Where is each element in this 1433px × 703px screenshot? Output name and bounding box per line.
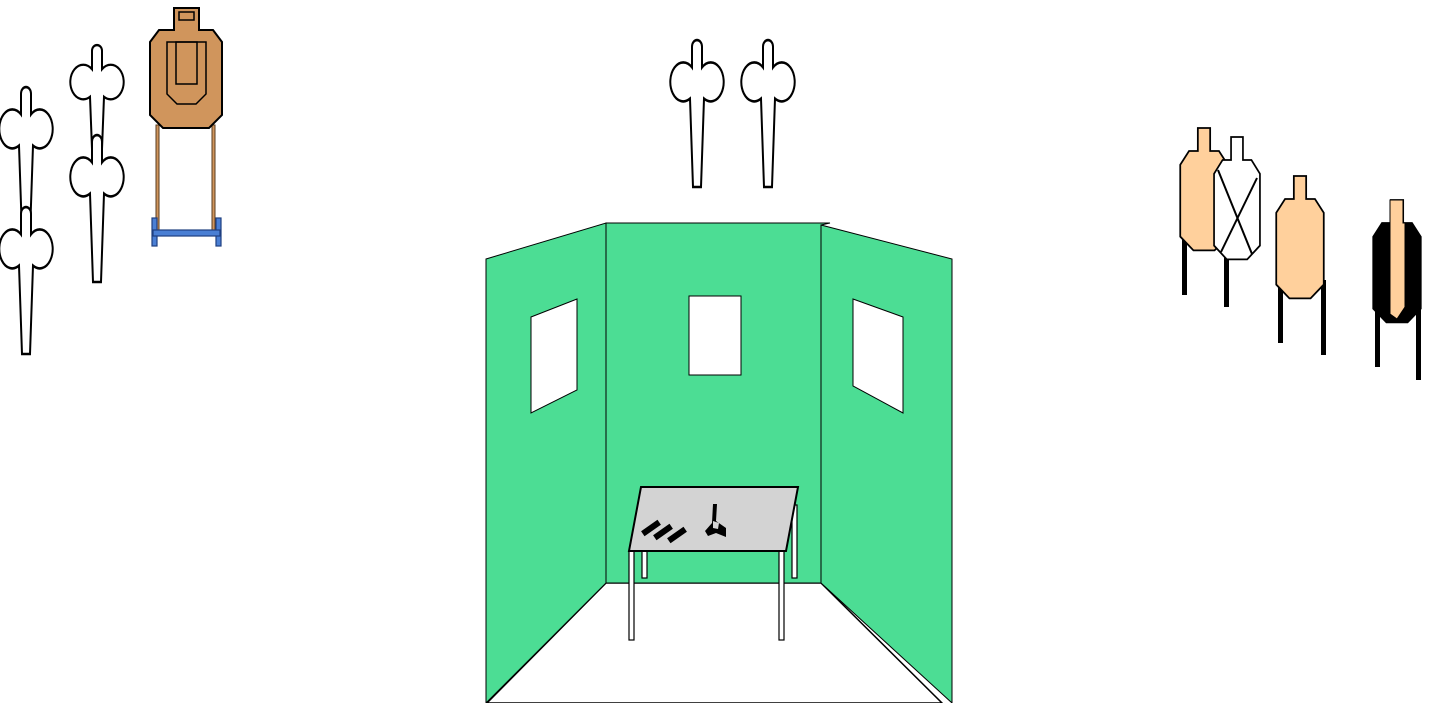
silhouette-target [739, 38, 797, 189]
steel-target-base [151, 217, 222, 247]
magazine-icon [653, 523, 673, 541]
target-stick [1182, 220, 1187, 295]
right-target-array [1179, 127, 1422, 380]
shooting-barricade [485, 222, 953, 703]
center-window [688, 295, 742, 376]
target-stick [1375, 305, 1380, 367]
target-stick [1321, 280, 1326, 355]
center-target-array [668, 38, 797, 189]
steel-target-head-box [178, 11, 195, 21]
right-window [852, 298, 904, 414]
left-window [530, 298, 578, 414]
silhouette-target [68, 133, 126, 284]
steel-target [149, 7, 223, 247]
steel-target-zone-c [166, 41, 207, 105]
magazine-icon [641, 519, 661, 537]
table-leg [628, 550, 635, 641]
silhouette-target [0, 205, 55, 356]
no-shoot-target [1213, 136, 1261, 261]
left-target-array [0, 7, 223, 356]
cardboard-target [1275, 175, 1325, 300]
table-leg [778, 550, 785, 641]
steel-target-zone-a [175, 41, 198, 85]
steel-target-stand-post-right [211, 124, 216, 236]
steel-target-plate [149, 7, 223, 129]
start-table [627, 486, 800, 641]
target-stick [1224, 235, 1229, 307]
magazine-icon [667, 526, 687, 544]
silhouette-target [668, 38, 726, 189]
target-stick [1278, 270, 1283, 343]
partial-hard-cover-target [1372, 199, 1422, 324]
pistol-icon [705, 504, 726, 537]
target-stick [1416, 305, 1421, 380]
